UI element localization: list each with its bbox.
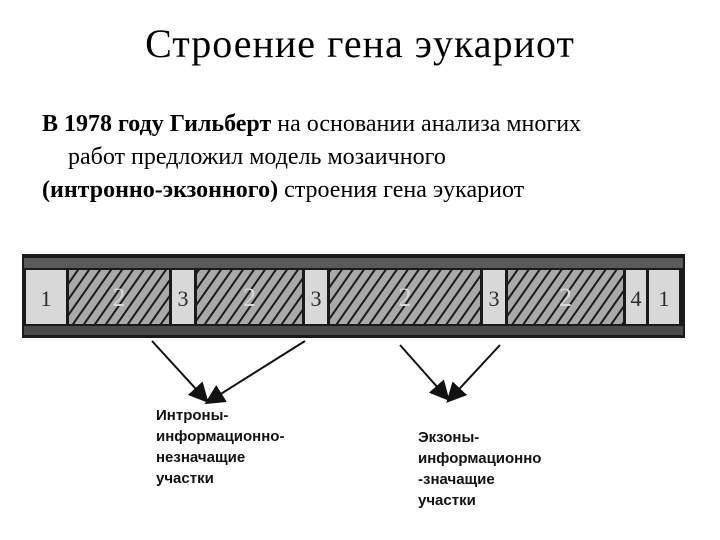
exon-segment [172,270,194,324]
exon-segment-label: 4 [631,286,642,311]
exon-segment-label: 3 [489,286,500,311]
arrow-exons-left [399,344,450,401]
paragraph-text-3: строения гена эукариот [278,177,525,203]
arrow-introns-right [204,340,306,405]
arrow-exons-right [446,344,501,403]
paragraph-text-1: на основании анализа многих [271,111,582,137]
intron-segment [197,270,302,324]
intron-segment [330,270,480,324]
exon-segment-label: 1 [659,286,670,311]
introns-label-line: участки [156,470,214,487]
intron-segment [69,270,169,324]
exons-label-line: -значащие [418,471,495,488]
intron-segment [508,270,623,324]
exon-segment-label: 1 [41,286,52,311]
exon-segment-label: 3 [311,286,322,311]
introns-label: Интроны- информационно- незначащие участ… [156,405,326,489]
paragraph-term: (интронно-экзонного) [42,177,279,203]
paragraph-line-2: работ предложил модель мозаичного [68,144,446,170]
introns-label-line: незначащие [156,449,246,466]
exons-label-line: Экзоны- [418,429,480,446]
intron-segment-label: 2 [113,283,126,312]
arrow-introns-left [151,340,209,403]
intro-paragraph: В 1978 году Гильберт на основании анализ… [42,108,702,207]
exon-segment [26,270,66,324]
exon-segment [483,270,505,324]
exon-segment [649,270,679,324]
intron-segment-label: 2 [559,283,572,312]
introns-label-line: Интроны- [156,407,229,424]
page-title: Строение гена эукариот [145,21,575,66]
exon-segment [626,270,646,324]
intron-segment-label: 2 [243,283,256,312]
introns-label-line: информационно- [156,428,285,445]
exons-label-line: участки [418,492,476,509]
paragraph-lead: В 1978 году Гильберт [42,111,272,137]
exons-label-line: информационно [418,450,542,467]
exon-segment [305,270,327,324]
exon-segment-label: 3 [178,286,189,311]
intron-segment-label: 2 [399,283,412,312]
exons-label: Экзоны- информационно -значащие участки [418,427,588,511]
